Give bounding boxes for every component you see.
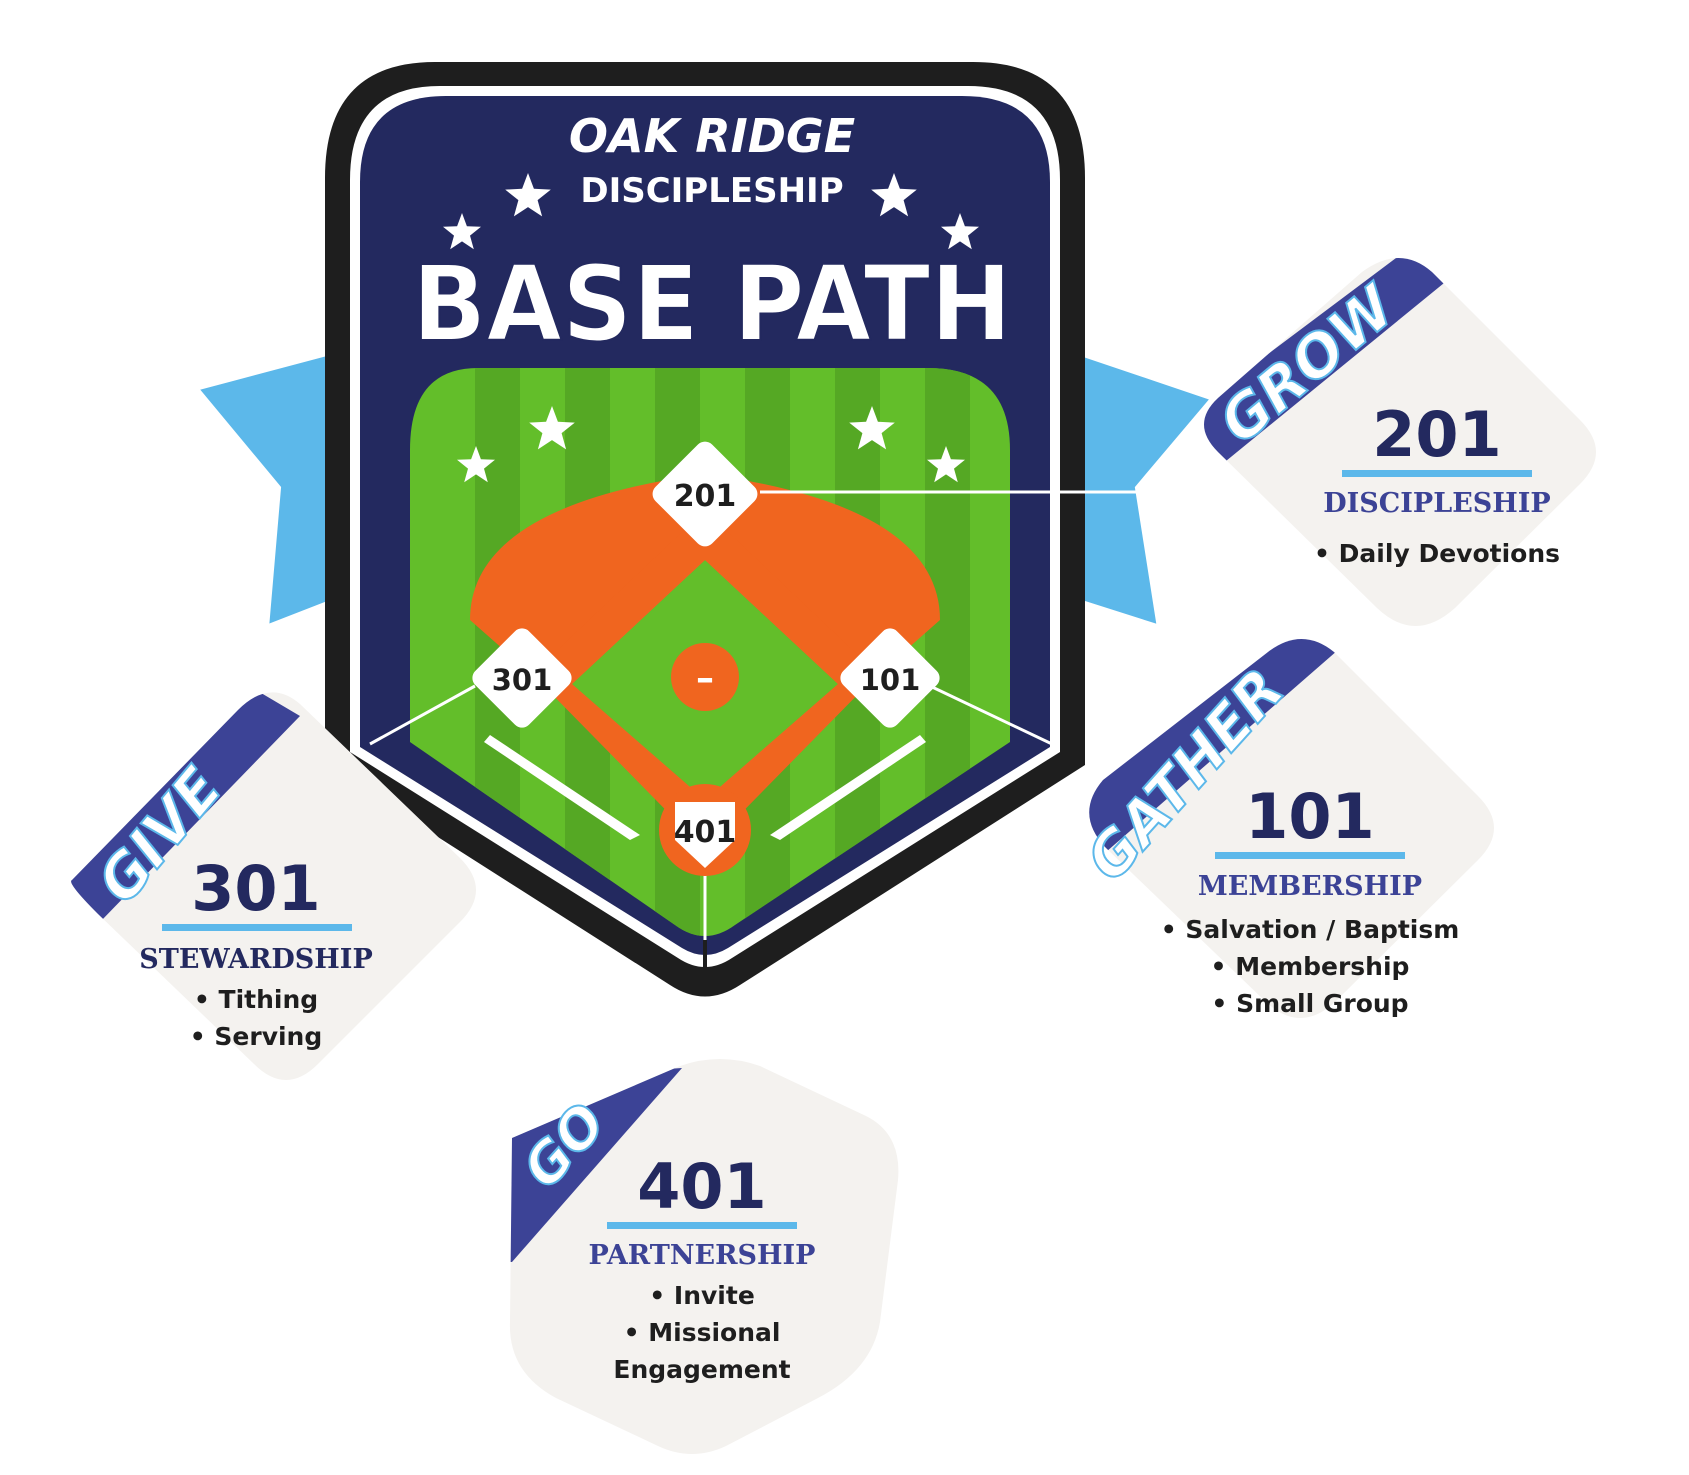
badge-title-base-path: BASE PATH xyxy=(412,243,1012,365)
badge-line-discipleship: DISCIPLESHIP xyxy=(580,171,843,211)
star-icon xyxy=(529,406,575,450)
base-second: 201 xyxy=(652,441,758,547)
connector-lines xyxy=(369,490,1142,990)
card-grow-subtitle: DISCIPLESHIP xyxy=(1323,488,1550,519)
star-icon xyxy=(457,446,495,483)
card-gather-item-1: • Salvation / Baptism xyxy=(1161,915,1460,944)
star-icon xyxy=(443,213,481,250)
card-go-item-2: • Missional xyxy=(624,1318,781,1347)
card-go-item-3: Engagement xyxy=(613,1355,790,1384)
card-gather-item-3: • Small Group xyxy=(1211,989,1408,1018)
base-second-label: 201 xyxy=(674,479,737,514)
home-plate: 401 xyxy=(659,784,751,876)
card-gather-item-2: • Membership xyxy=(1211,952,1410,981)
base-first-label: 101 xyxy=(860,663,921,697)
ribbon xyxy=(189,345,1220,633)
card-grow-item-1: • Daily Devotions xyxy=(1314,539,1560,568)
foul-line-right xyxy=(770,735,926,840)
card-go-subtitle: PARTNERSHIP xyxy=(589,1240,816,1271)
card-give-number: 301 xyxy=(191,852,320,925)
card-gather-number: 101 xyxy=(1245,780,1374,853)
card-go-underline xyxy=(607,1222,797,1229)
card-give-item-1: • Tithing xyxy=(194,985,318,1014)
card-go-item-1: • Invite xyxy=(649,1281,755,1310)
card-go-number: 401 xyxy=(637,1150,766,1223)
card-grow-underline xyxy=(1342,470,1532,477)
mound-label: – xyxy=(696,658,714,699)
star-icon xyxy=(941,213,979,250)
card-gather-underline xyxy=(1215,852,1405,859)
base-first: 101 xyxy=(840,628,940,728)
star-icon xyxy=(849,406,895,450)
card-go: GO 401 PARTNERSHIP • Invite • Missional … xyxy=(510,1059,899,1454)
base-third-label: 301 xyxy=(492,663,553,697)
star-icon xyxy=(505,173,551,217)
pitchers-mound: – xyxy=(671,643,739,711)
badge-line-oak-ridge: OAK RIDGE xyxy=(569,109,855,163)
grass-stripe xyxy=(925,368,970,936)
card-give-subtitle: STEWARDSHIP xyxy=(139,944,373,975)
card-gather-subtitle: MEMBERSHIP xyxy=(1198,871,1422,902)
star-icon xyxy=(871,173,917,217)
base-home-label: 401 xyxy=(674,815,737,850)
card-give-underline xyxy=(162,924,352,931)
star-icon xyxy=(927,446,965,483)
card-gather: GATHER 101 MEMBERSHIP • Salvation / Bapt… xyxy=(1072,639,1494,1018)
base-third: 301 xyxy=(472,628,572,728)
card-grow: GROW 201 DISCIPLESHIP • Daily Devotions xyxy=(1204,258,1596,626)
foul-line-left xyxy=(484,735,640,840)
card-grow-number: 201 xyxy=(1372,398,1501,471)
card-give-item-2: • Serving xyxy=(190,1022,323,1051)
